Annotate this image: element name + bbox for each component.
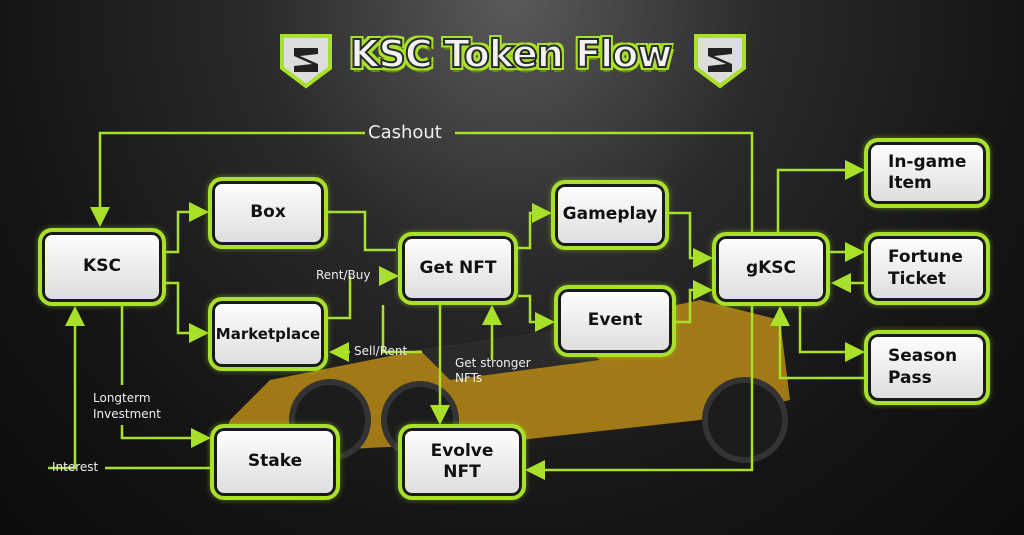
node-fortune-ticket: Fortune Ticket bbox=[864, 232, 990, 305]
node-evolve-nft: Evolve NFT bbox=[398, 424, 526, 500]
label-interest: Interest bbox=[52, 460, 99, 474]
node-box: Box bbox=[208, 177, 328, 249]
shield-logo-icon bbox=[694, 34, 746, 89]
label-cashout: Cashout bbox=[368, 122, 442, 143]
label-sell-rent: Sell/Rent bbox=[354, 344, 408, 358]
node-ksc: KSC bbox=[38, 228, 166, 306]
node-event: Event bbox=[554, 285, 676, 357]
node-gameplay: Gameplay bbox=[551, 180, 669, 250]
label-longterm-investment: Longterm Investment bbox=[93, 391, 161, 422]
label-rent-buy: Rent/Buy bbox=[316, 268, 371, 282]
label-get-stronger-nfts: Get stronger NFTs bbox=[455, 356, 531, 385]
node-season-pass: Season Pass bbox=[864, 330, 990, 405]
node-get-nft: Get NFT bbox=[398, 232, 518, 305]
node-marketplace: Marketplace bbox=[208, 297, 328, 371]
node-gksc: gKSC bbox=[712, 232, 830, 306]
shield-logo-icon bbox=[280, 34, 332, 89]
node-in-game-item: In-game Item bbox=[864, 138, 990, 208]
page-title: KSC Token Flow bbox=[349, 31, 673, 77]
node-stake: Stake bbox=[210, 424, 340, 500]
